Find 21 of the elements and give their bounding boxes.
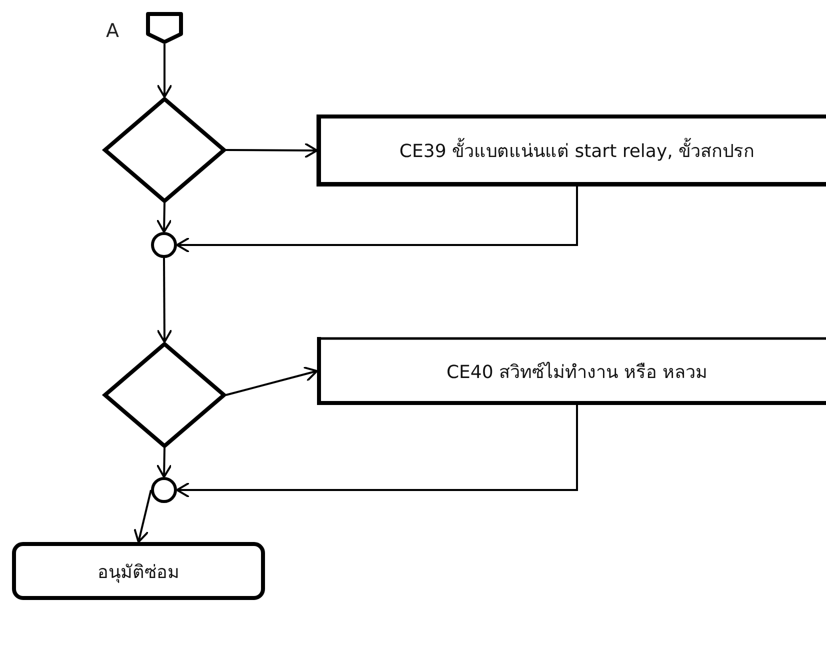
process-box (317, 115, 826, 186)
process-box (317, 337, 826, 405)
arrow (176, 405, 578, 498)
process-label: อนุมัติซ่อม (98, 560, 180, 585)
arrow (156, 258, 172, 343)
connector-circle (151, 232, 177, 258)
arrow (156, 448, 172, 478)
off-page-connector (146, 12, 183, 44)
arrow (134, 490, 152, 543)
process-label: CE40 สวิทซ์ไม่ทำงาน หรือ หลวม (446, 360, 708, 384)
terminal-box (12, 542, 265, 600)
arrow (156, 202, 172, 233)
decision-diamond (103, 342, 226, 448)
decision-diamond (103, 97, 226, 203)
process-label: CE39 ขั้วแบตแน่นแต่ start relay, ขั้วสกปรก (399, 136, 755, 165)
arrow (156, 44, 172, 98)
arrow (226, 142, 318, 158)
arrow (176, 186, 578, 253)
arrow (226, 366, 318, 396)
connector-label: A (106, 20, 119, 42)
connector-circle (151, 477, 177, 503)
